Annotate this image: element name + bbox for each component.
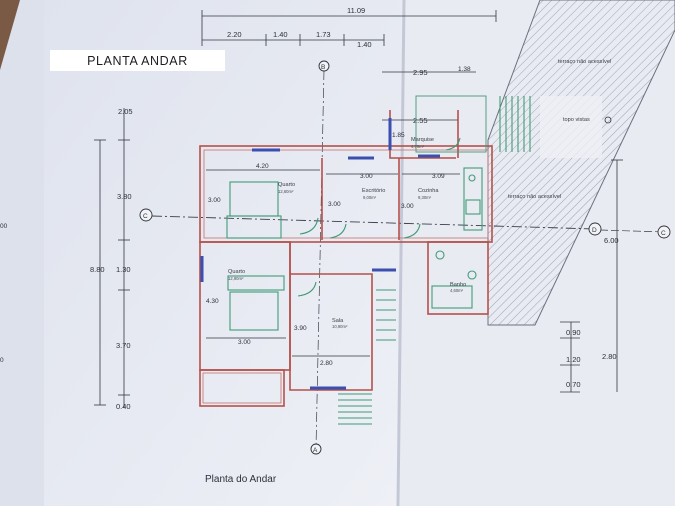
dim-left-2: 3.80 [117, 192, 132, 201]
room-quarto2-name: Quarto [228, 269, 245, 275]
room-sala-name: Sala [332, 318, 344, 324]
room-quarto1-name: Quarto [278, 182, 295, 188]
room-banho-name: Banho [450, 282, 466, 288]
terrace-hatch [487, 0, 675, 326]
dim-right-1: 2.80 [602, 352, 617, 361]
page-caption: PLANTA ANDAR [50, 50, 225, 71]
room-marquise-area: 4,70m² [411, 144, 425, 149]
dim-left-3: 1.30 [116, 265, 131, 274]
dim-cozinha-width: 3.09 [432, 173, 445, 180]
main-paper-sheet [44, 0, 410, 506]
room-cozinha-area: 9,30m² [418, 195, 432, 200]
svg-text:A: A [313, 447, 318, 454]
svg-text:B: B [321, 64, 325, 71]
windows [200, 118, 440, 390]
drawing-title: Planta do Andar [205, 474, 277, 485]
dim-top-4: 1.40 [357, 40, 372, 49]
dim-escritorio-marker: 3.00 [360, 173, 373, 180]
room-quarto2-area: 12,90m² [228, 276, 244, 281]
terrace-right-label: terraço não acessível [508, 194, 561, 200]
axis-marker-c-left: C [139, 208, 153, 222]
edge-text-left-bottom: 0 [0, 357, 4, 364]
terrace-overlay [540, 96, 602, 158]
dim-left-total: 8.80 [90, 265, 105, 274]
dim-quarto1-width: 4.20 [256, 163, 269, 170]
axis-lines [151, 69, 666, 449]
dim-marquise-height: 1.85 [392, 132, 405, 139]
room-cozinha-name: Cozinha [418, 188, 439, 194]
edge-text-left-top: 00 [0, 223, 8, 230]
dim-top-7: 2.55 [413, 116, 428, 125]
table-corner [0, 0, 20, 70]
dim-left-5: 0.40 [116, 402, 131, 411]
dim-top-3: 1.73 [316, 30, 331, 39]
building-walls [199, 110, 493, 407]
svg-text:D: D [592, 227, 597, 234]
axis-marker-c-right: C [657, 225, 671, 239]
dim-top-1: 2.20 [227, 30, 242, 39]
dim-right-2: 0.90 [566, 328, 581, 337]
dim-right-3: 1.20 [566, 355, 581, 364]
dim-cozinha-height: 3.00 [401, 203, 414, 210]
dim-quarto2-width: 3.00 [238, 339, 251, 346]
room-escritorio-name: Escritório [362, 188, 385, 194]
dim-sala-width: 2.80 [320, 360, 333, 367]
axis-marker-b: B [318, 60, 330, 72]
room-banho-area: 4,60m² [450, 288, 464, 293]
dim-sala-height: 3.90 [294, 325, 307, 332]
stairs [338, 95, 531, 425]
room-escritorio-area: 9,00m² [363, 195, 377, 200]
top-dimension-chain [201, 10, 497, 121]
dim-quarto2-height: 4.30 [206, 298, 219, 305]
interior-dimension-lines [206, 169, 460, 357]
right-dimension-chain [560, 159, 623, 393]
dim-top-5: 2.95 [413, 68, 428, 77]
dim-escritorio-height: 3.00 [328, 201, 341, 208]
topo-vistas-label: topo vistas [563, 117, 590, 123]
room-quarto1-area: 12,60m² [278, 189, 294, 194]
topo-vistas-marker [604, 116, 612, 124]
axis-marker-a: A [310, 443, 322, 455]
dim-quarto1-height: 3.00 [208, 197, 221, 204]
terrace-top-label: terraço não acessível [558, 59, 611, 65]
room-sala-area: 10,90m² [332, 324, 348, 329]
left-paper-sheet [0, 0, 44, 506]
dim-total-width: 11.09 [347, 6, 365, 15]
dim-top-6: 1.38 [458, 66, 471, 73]
dim-top-2: 1.40 [273, 30, 288, 39]
paper-fold [396, 0, 406, 506]
dim-right-4: 0.70 [566, 380, 581, 389]
dim-left-4: 3.70 [116, 341, 131, 350]
svg-text:C: C [661, 230, 666, 237]
axis-marker-d: D [588, 222, 602, 236]
room-marquise-name: Marquise [411, 137, 434, 143]
dim-left-1: 2.05 [118, 107, 133, 116]
svg-text:C: C [143, 213, 148, 220]
furniture [226, 137, 483, 331]
dim-right-total: 6.00 [604, 236, 619, 245]
left-dimension-chain [94, 108, 130, 408]
